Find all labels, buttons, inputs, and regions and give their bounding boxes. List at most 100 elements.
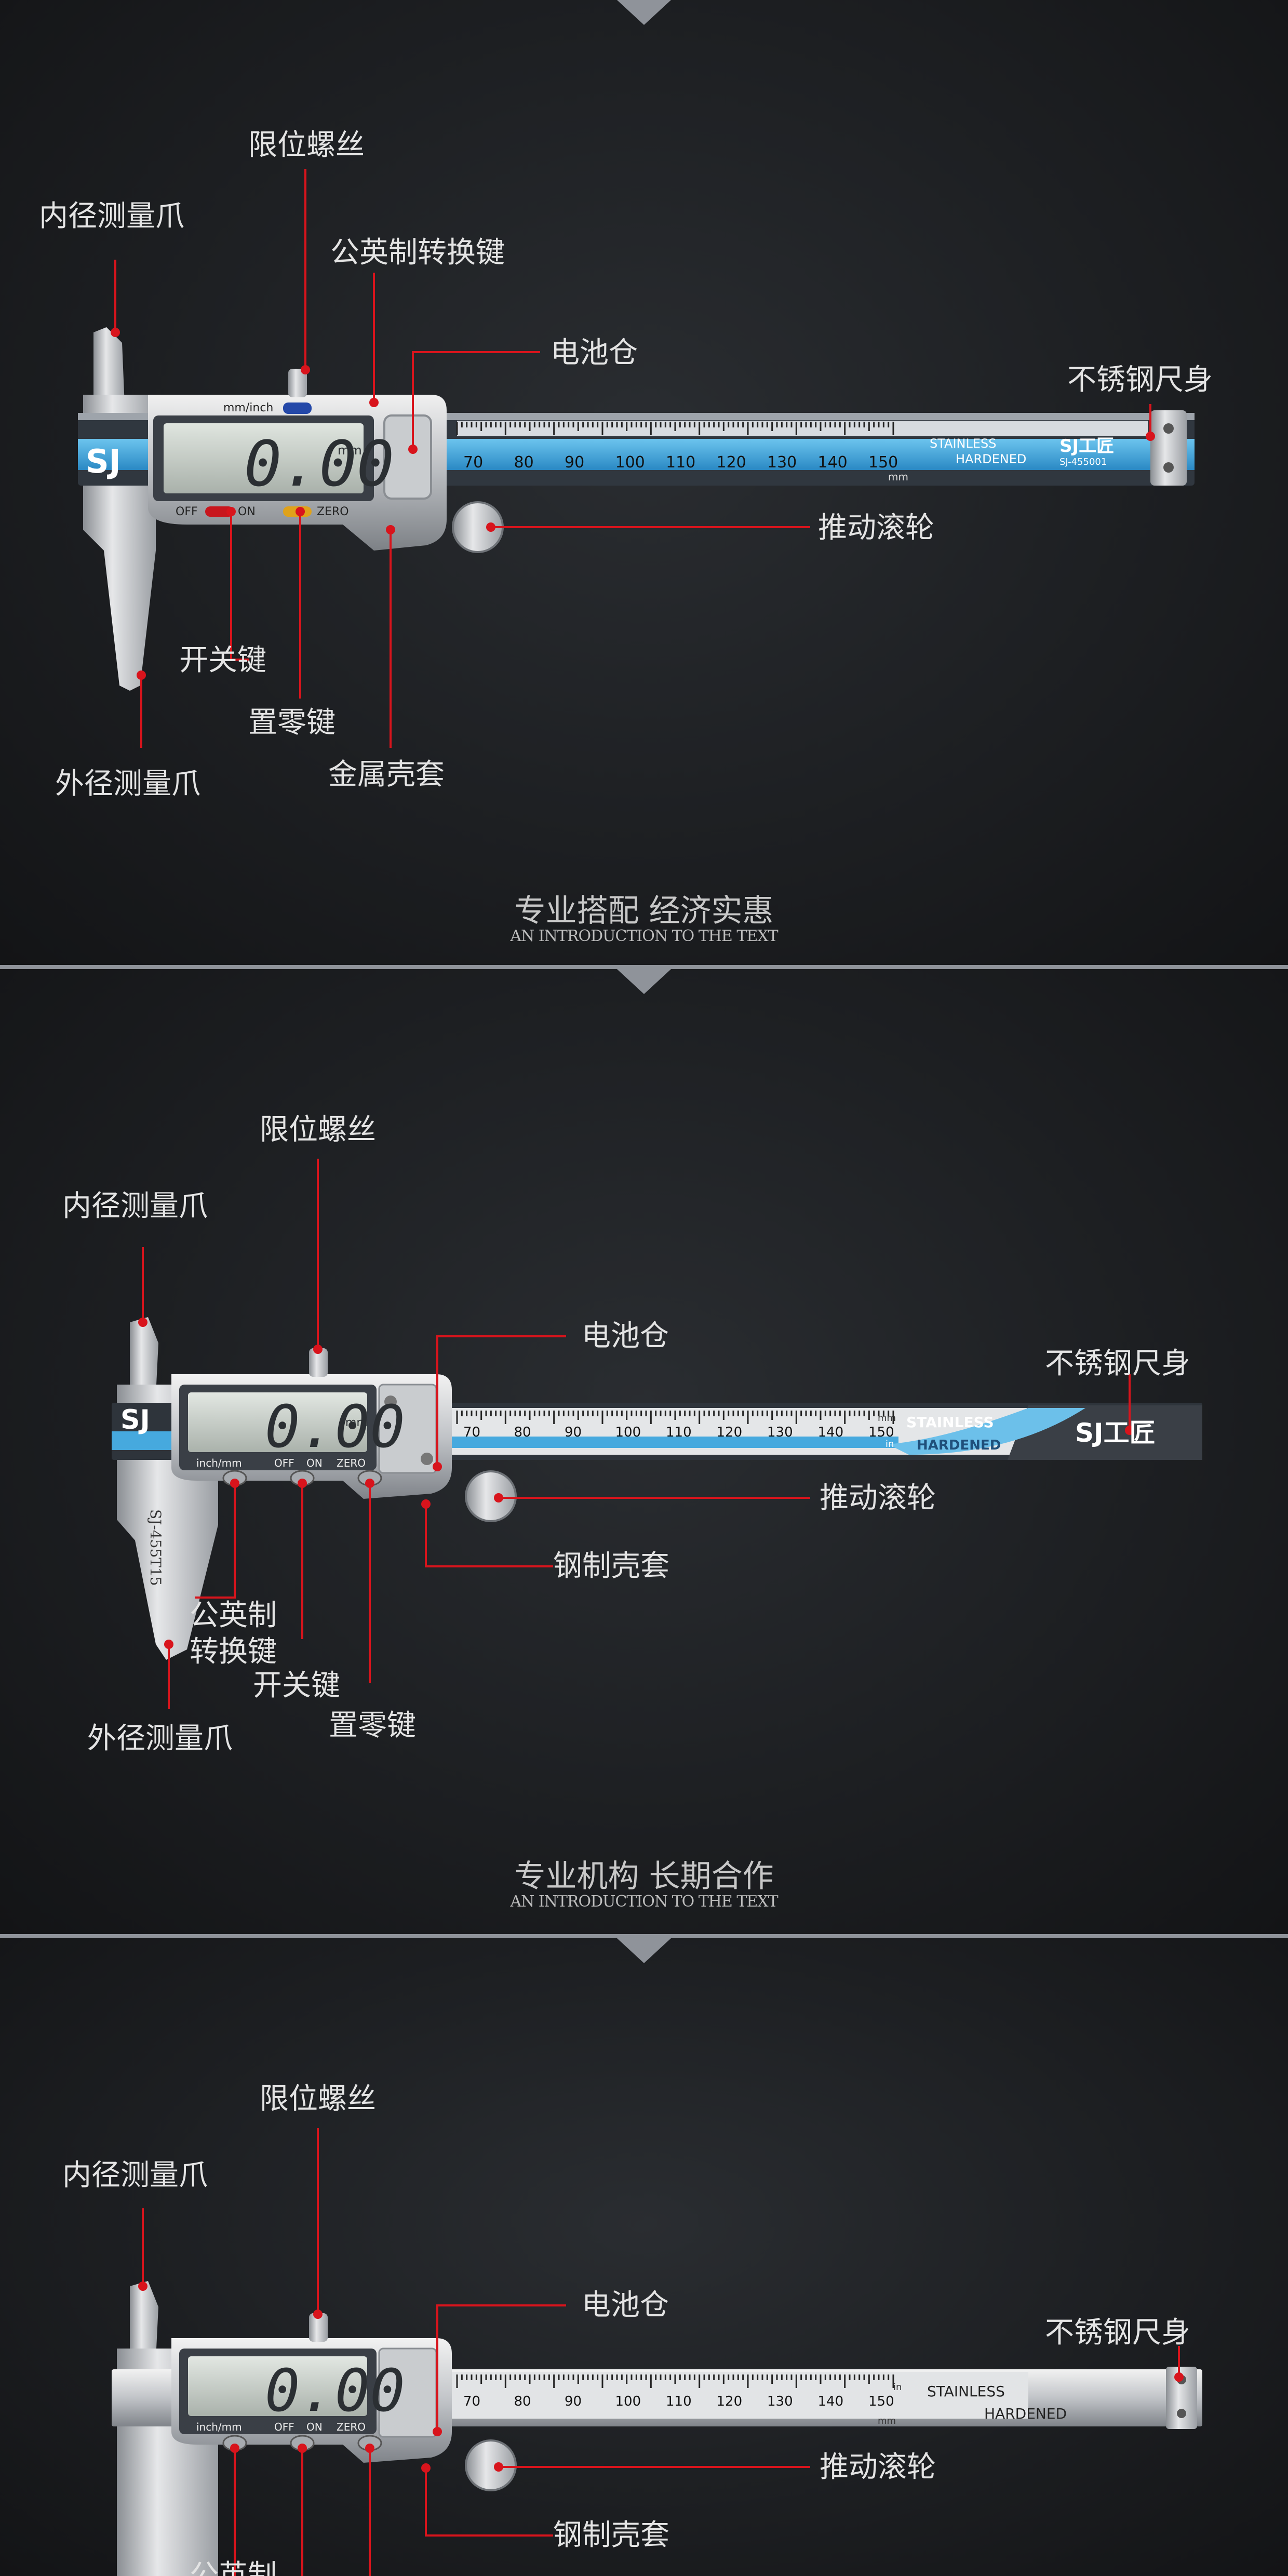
key-on-label: ON xyxy=(306,2421,323,2433)
panel-notch xyxy=(617,1938,671,1963)
panel-notch xyxy=(617,969,671,994)
jaw-model: SJ-455T15 xyxy=(147,1509,164,1586)
scale-number: 80 xyxy=(514,453,534,472)
inner-jaw-shape xyxy=(93,327,125,405)
label-power-key: 开关键 xyxy=(179,643,266,677)
ruler-brand: SJ工匠 xyxy=(1075,1418,1156,1448)
scale-number: 70 xyxy=(463,2394,480,2409)
scale-unit: mm xyxy=(888,471,908,483)
scale-number: 90 xyxy=(565,453,584,472)
scale-number: 150 xyxy=(868,2394,894,2409)
scale-number: 90 xyxy=(565,2394,582,2409)
scale-number: 100 xyxy=(615,2394,641,2409)
scale-number: 110 xyxy=(666,2394,692,2409)
scale-number: 70 xyxy=(463,453,483,472)
scale-number: 130 xyxy=(767,1425,793,1440)
lcd-unit: mm xyxy=(338,443,362,458)
label-unit-switch: 公英制转换键 xyxy=(330,236,505,270)
panel-subcaption: AN INTRODUCTION TO THE TEXT xyxy=(510,1893,778,1911)
scale-number: 120 xyxy=(717,1425,743,1440)
label-unit-switch-partial: 公英制 xyxy=(190,2559,277,2576)
scale-number: 140 xyxy=(818,453,848,472)
scale-unit-in: in xyxy=(893,2382,902,2393)
ruler-text-stainless: STAINLESS xyxy=(906,1414,994,1431)
panel-caption: 专业机构 长期合作 xyxy=(514,1858,774,1895)
label-outer-jaw: 外径测量爪 xyxy=(55,767,200,801)
scale-unit-in: in xyxy=(886,1439,894,1450)
scale-number: 90 xyxy=(565,1425,582,1440)
scale-number: 110 xyxy=(666,453,695,472)
label-unit-switch: 公英制转换键 xyxy=(190,1599,277,1669)
caliper-illustration-1: SJ 0.00 mm mm/inch OFF ON ZERO 70 80 90 100… xyxy=(78,169,1195,748)
scale-numbers: 70 80 90 100 110 120 130 140 150 xyxy=(463,453,898,472)
label-inner-jaw: 内径测量爪 xyxy=(62,2158,208,2192)
key-unit-label: inch/mm xyxy=(196,1457,242,1469)
label-inner-jaw: 内径测量爪 xyxy=(39,199,184,233)
scale-number: 140 xyxy=(818,1425,844,1440)
label-inner-jaw: 内径测量爪 xyxy=(62,1189,208,1223)
ruler-text-stainless: STAINLESS xyxy=(930,436,996,451)
key-zero-label: ZERO xyxy=(317,505,349,518)
key-off-label: OFF xyxy=(176,505,198,518)
label-thumb-wheel: 推动滚轮 xyxy=(818,511,934,545)
label-metal-case: 金属壳套 xyxy=(328,758,445,791)
key-zero-label: ZERO xyxy=(337,1457,366,1469)
ruler-text-hardened: HARDENED xyxy=(917,1438,1001,1453)
label-limit-screw: 限位螺丝 xyxy=(260,2082,376,2116)
panel-caption: 专业搭配 经济实惠 xyxy=(514,893,774,929)
ruler-text-hardened: HARDENED xyxy=(984,2405,1067,2422)
key-off-label: OFF xyxy=(274,2421,294,2433)
key-unit-label: inch/mm xyxy=(196,2421,242,2433)
scale-number: 130 xyxy=(767,453,797,472)
label-stainless-body: 不锈钢尺身 xyxy=(1067,363,1213,397)
lcd-unit: mm xyxy=(345,1416,368,1429)
label-steel-case: 钢制壳套 xyxy=(553,1549,669,1583)
key-off-label: OFF xyxy=(274,1457,294,1469)
scale-unit: mm xyxy=(878,1413,896,1424)
key-unit-label: mm/inch xyxy=(223,401,273,414)
key-on-label: ON xyxy=(238,505,256,518)
label-thumb-wheel: 推动滚轮 xyxy=(820,1481,936,1515)
label-battery: 电池仓 xyxy=(551,336,638,370)
ruler-text-stainless: STAINLESS xyxy=(927,2383,1005,2400)
panel-notch xyxy=(617,0,671,25)
scale-number: 100 xyxy=(615,1425,641,1440)
label-thumb-wheel: 推动滚轮 xyxy=(820,2450,936,2484)
caliper-illustration-3: 0.00 inch/mm OFF ON ZERO 70 80 90 100 110 120… xyxy=(112,2128,1202,2576)
scale-number: 100 xyxy=(615,453,645,472)
scale-unit: mm xyxy=(878,2416,896,2426)
scale-number: 120 xyxy=(717,453,746,472)
lcd-reading: 0.00 xyxy=(244,428,394,501)
label-zero-key: 置零键 xyxy=(329,1709,416,1742)
label-power-key: 开关键 xyxy=(253,1669,340,1702)
scale-number: 80 xyxy=(514,2394,531,2409)
panel-subcaption: AN INTRODUCTION TO THE TEXT xyxy=(510,927,778,945)
label-outer-jaw: 外径测量爪 xyxy=(87,1722,233,1755)
scale-number: 80 xyxy=(514,1425,531,1440)
ruler-brand: SJ工匠 xyxy=(1059,436,1114,457)
label-steel-case: 钢制壳套 xyxy=(553,2518,669,2552)
label-stainless-body: 不锈钢尺身 xyxy=(1045,1347,1190,1380)
ruler-end-cap xyxy=(1150,410,1187,486)
lcd-reading: 0.00 xyxy=(265,2357,405,2425)
scale-number: 150 xyxy=(868,1425,894,1440)
scale-ticks xyxy=(456,422,894,435)
panel-divider xyxy=(0,965,1288,969)
key-zero-label: ZERO xyxy=(337,2421,366,2433)
label-stainless-body: 不锈钢尺身 xyxy=(1045,2316,1190,2350)
label-zero-key: 置零键 xyxy=(248,706,336,740)
panel-3: 0.00 inch/mm OFF ON ZERO 70 80 90 100 110 120… xyxy=(0,1938,1288,2576)
scale-number: 120 xyxy=(717,2394,743,2409)
brand-logo: SJ xyxy=(86,442,121,480)
ruler-text-hardened: HARDENED xyxy=(956,452,1026,466)
scale-number: 140 xyxy=(818,2394,844,2409)
panel-divider xyxy=(0,1934,1288,1938)
panel-1: SJ 0.00 mm mm/inch OFF ON ZERO 70 80 90 100… xyxy=(0,0,1288,965)
label-battery: 电池仓 xyxy=(582,2288,669,2322)
ruler-model: SJ-455001 xyxy=(1059,457,1107,467)
label-limit-screw: 限位螺丝 xyxy=(248,128,365,162)
key-on-label: ON xyxy=(306,1457,323,1469)
scale-number: 150 xyxy=(868,453,898,472)
